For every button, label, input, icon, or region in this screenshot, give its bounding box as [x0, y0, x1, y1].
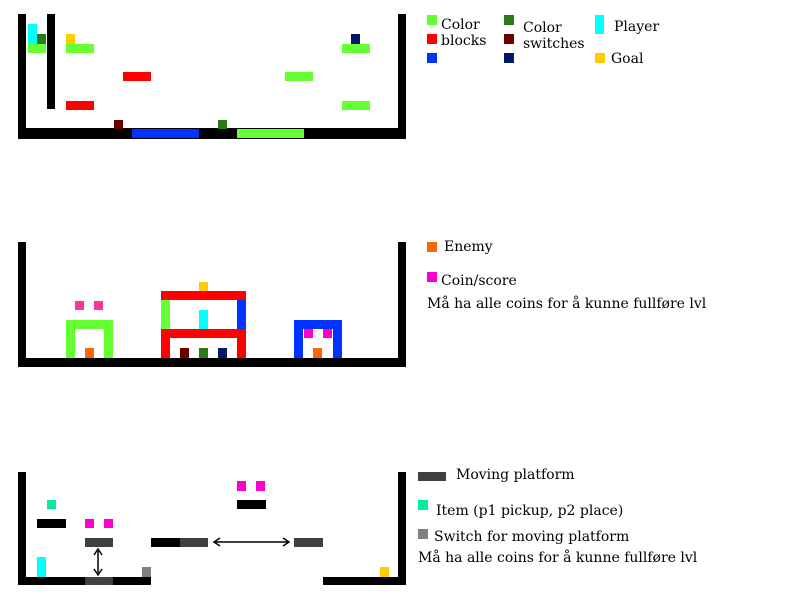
legend-bottom-note: Må ha alle coins for å kunne fullføre lv… [418, 550, 698, 566]
platform-switch [142, 567, 151, 577]
vertical-arrow [93, 547, 103, 577]
level3-floor-left [18, 577, 151, 585]
blue-tower-wall [237, 300, 246, 329]
static-platform [237, 500, 266, 509]
green-house-right-wall [104, 320, 113, 358]
level3-left-wall [18, 472, 26, 585]
coin [237, 481, 246, 491]
legend-blue-block-swatch [427, 53, 437, 63]
static-platform [37, 519, 66, 528]
green-tower-wall [161, 300, 170, 329]
legend-red-switch-swatch [504, 34, 514, 44]
red-tower-middle [161, 329, 246, 338]
moving-platform-vertical-bottom [85, 577, 113, 585]
legend-platform-switch-label: Switch for moving platform [434, 529, 630, 545]
legend-enemy-swatch [427, 242, 437, 252]
blue-block-floor [132, 129, 199, 138]
level1-floor [18, 128, 406, 139]
level1-right-wall [398, 14, 406, 139]
green-block [285, 72, 313, 81]
level3-floor-right [323, 577, 406, 585]
red-switch [114, 120, 123, 129]
enemy [85, 348, 94, 358]
player [37, 557, 46, 577]
level2-left-wall [18, 242, 26, 367]
legend-moving-platform-label: Moving platform [456, 467, 575, 483]
legend-player-swatch [595, 15, 604, 34]
legend-coin-label: Coin/score [441, 273, 517, 289]
legend-moving-platform-swatch [418, 472, 446, 481]
green-house-roof [66, 320, 113, 329]
horizontal-arrow [212, 537, 291, 547]
level1-inner-divider [47, 14, 55, 109]
legend-mid-note: Må ha alle coins for å kunne fullføre lv… [427, 296, 707, 312]
green-switch [37, 34, 46, 44]
static-platform [151, 538, 180, 547]
goal [66, 34, 75, 44]
level2-right-wall [398, 242, 406, 367]
blue-house-roof [294, 320, 342, 329]
green-switch [218, 120, 227, 129]
blue-switch [218, 348, 227, 358]
level3-right-wall [398, 472, 406, 585]
coin [94, 301, 103, 310]
coin [104, 519, 113, 528]
red-tower-right-wall [237, 338, 246, 358]
legend-enemy-label: Enemy [444, 239, 493, 255]
blue-house-left-wall [294, 320, 303, 358]
red-tower-roof [161, 291, 246, 300]
green-block [66, 44, 94, 53]
legend-goal-swatch [595, 53, 605, 63]
legend-blue-switch-swatch [504, 53, 514, 63]
legend-color-blocks-label: Color blocks [441, 17, 487, 49]
green-block-floor [237, 129, 304, 138]
red-block [66, 101, 94, 110]
legend-green-switch-swatch [504, 15, 514, 25]
green-block [28, 44, 46, 53]
red-tower-left-wall [161, 338, 170, 358]
player-1 [28, 24, 37, 44]
coin [75, 301, 84, 310]
moving-platform-vertical-top [85, 538, 113, 547]
level2-floor [18, 358, 406, 367]
legend-platform-switch-swatch [418, 529, 428, 539]
legend-item-label: Item (p1 pickup, p2 place) [436, 503, 624, 519]
goal [199, 282, 208, 291]
player-2 [199, 310, 208, 329]
blue-house-right-wall [333, 320, 342, 358]
level1-left-wall [18, 14, 26, 139]
legend-red-block-swatch [427, 34, 437, 44]
blue-switch [351, 34, 360, 44]
moving-platform-horizontal-end [294, 538, 323, 547]
goal [380, 567, 389, 577]
red-block [123, 72, 151, 81]
coin [323, 329, 332, 338]
legend-green-block-swatch [427, 15, 437, 25]
green-switch [199, 348, 208, 358]
green-house-left-wall [66, 320, 75, 358]
coin [256, 481, 265, 491]
coin [85, 519, 94, 528]
enemy [313, 348, 322, 358]
legend-goal-label: Goal [611, 51, 644, 67]
moving-platform-horizontal-start [180, 538, 208, 547]
green-block [342, 44, 370, 53]
legend-coin-swatch [427, 272, 437, 282]
item [47, 500, 56, 509]
coin [304, 329, 313, 338]
legend-item-swatch [418, 500, 428, 510]
legend-color-switches-label: Color switches [523, 20, 585, 52]
legend-player-label: Player [614, 19, 660, 35]
green-block [342, 101, 370, 110]
red-switch [180, 348, 189, 358]
